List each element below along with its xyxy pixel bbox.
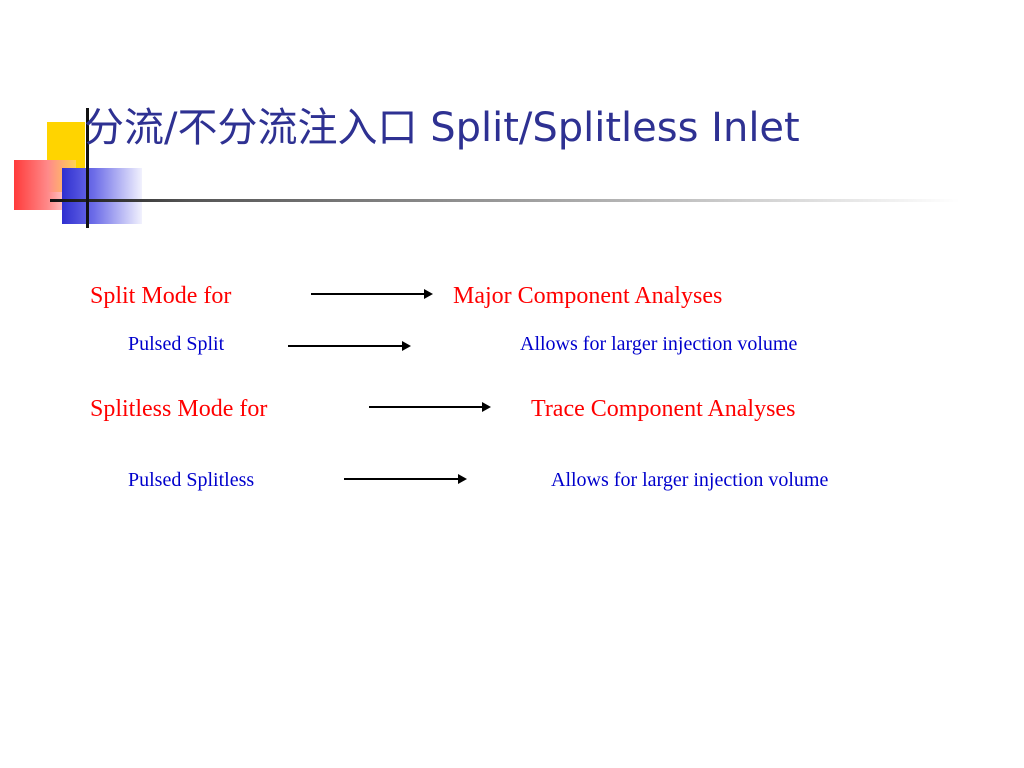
splitless-mode-label: Splitless Mode for: [90, 396, 268, 422]
arrow-right-icon: [288, 341, 411, 351]
pulsed-split-purpose: Allows for larger injection volume: [520, 333, 798, 355]
splitless-mode-purpose: Trace Component Analyses: [531, 396, 796, 422]
decor-blue-square: [62, 168, 142, 224]
decor-vertical-rule: [86, 108, 89, 228]
pulsed-split-label: Pulsed Split: [128, 333, 225, 355]
split-mode-label: Split Mode for: [90, 283, 232, 309]
slide-title: 分流/不分流注入口 Split/Splitless Inlet: [84, 105, 800, 151]
decor-horizontal-rule: [50, 199, 960, 202]
split-mode-purpose: Major Component Analyses: [453, 283, 723, 309]
pulsed-splitless-label: Pulsed Splitless: [128, 469, 255, 491]
arrow-right-icon: [344, 474, 467, 484]
arrow-right-icon: [311, 289, 433, 299]
pulsed-splitless-purpose: Allows for larger injection volume: [551, 469, 829, 491]
arrow-right-icon: [369, 402, 491, 412]
